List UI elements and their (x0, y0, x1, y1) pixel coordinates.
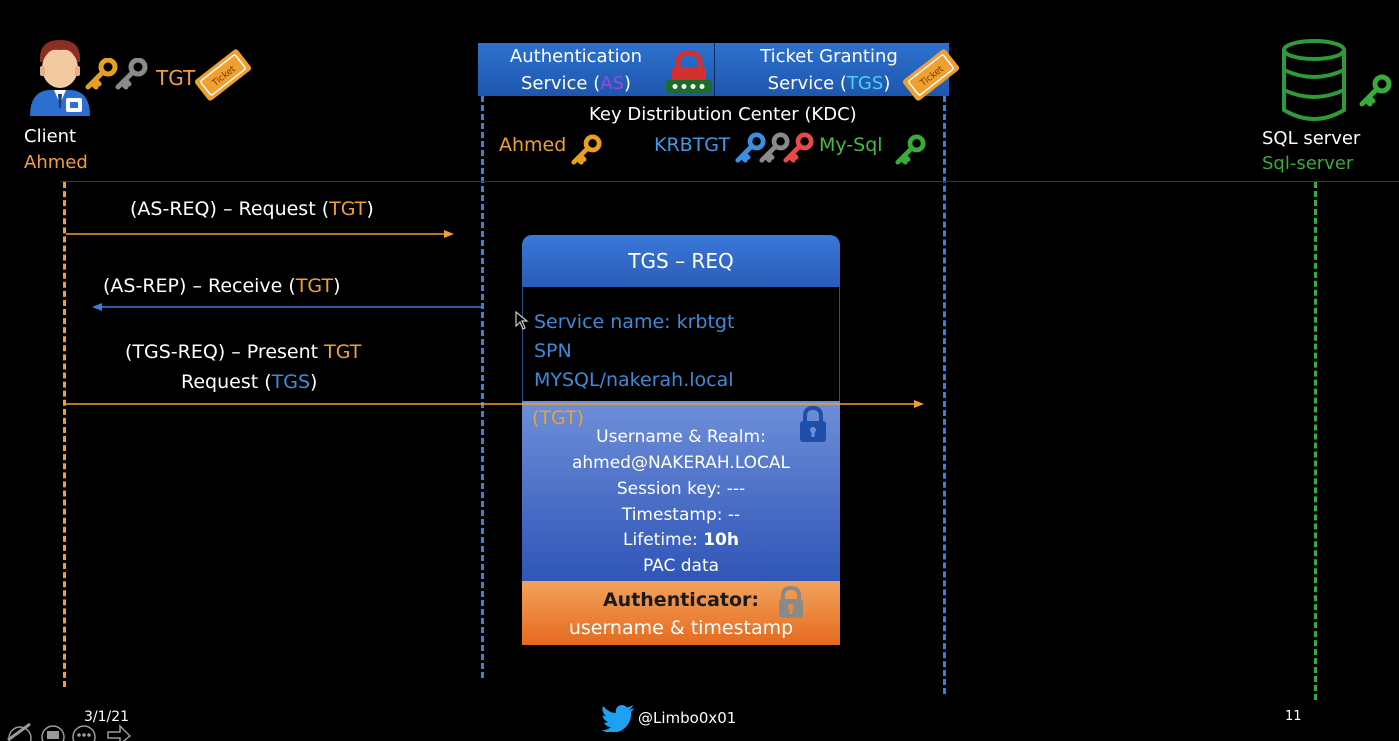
tgs-abbr: TGS (846, 72, 884, 94)
tgt-lock-icon (800, 406, 826, 442)
as-req-arrow (66, 230, 454, 238)
card-service-section: Service name: krbtgt SPN MYSQL/nakerah.l… (522, 287, 840, 402)
card-tgt-section: (TGT) Username & Realm: ahmed@NAKERAH.LO… (522, 401, 840, 581)
next-slide-icon[interactable] (102, 722, 132, 741)
server-lifeline (1314, 182, 1317, 700)
tgs-req-card: TGS – REQ Service name: krbtgt SPN MYSQL… (522, 235, 840, 645)
footer-date: 3/1/21 (84, 709, 130, 725)
authenticator-lock-icon (779, 586, 803, 618)
krbtgt-gray-key-icon (759, 132, 790, 163)
as-req-message: (AS-REQ) – Request (TGT) (130, 198, 374, 220)
card-timestamp: Timestamp: -- (621, 505, 741, 525)
tgs-line1: Ticket Granting (760, 45, 898, 67)
tgs-line2: Service (TGS) (767, 72, 891, 94)
footer-twitter-handle: @Limbo0x01 (638, 709, 737, 727)
as-line1: Authentication (509, 45, 643, 67)
server-name: Sql-server (1262, 153, 1354, 174)
more-options-icon[interactable] (70, 722, 98, 741)
tgs-ticket-icon: Ticket (902, 49, 960, 101)
top-separator-line (60, 181, 1399, 182)
card-auth-value: username & timestamp (568, 617, 794, 639)
tgs-req-arrow (66, 400, 924, 408)
card-tgt-label: (TGT) (532, 407, 585, 429)
lock-password-icon (666, 50, 712, 93)
card-pac: PAC data (642, 556, 720, 576)
server-label: SQL server (1262, 128, 1361, 149)
mysql-green-key-icon (895, 134, 926, 165)
slideshow-controls[interactable] (0, 722, 140, 741)
as-rep-message: (AS-REP) – Receive (TGT) (103, 275, 341, 297)
kdc-title: Key Distribution Center (KDC) (589, 104, 857, 125)
client-lifeline (63, 182, 66, 687)
tgs-req-message-line1: (TGS-REQ) – Present TGT (125, 341, 362, 363)
card-lifetime: Lifetime: 10h (623, 530, 739, 550)
as-abbr: AS (600, 72, 624, 94)
krbtgt-red-key-icon (783, 132, 814, 163)
mouse-cursor-icon (515, 311, 529, 330)
slides-view-icon[interactable] (40, 722, 66, 741)
client-name: Ahmed (24, 152, 88, 173)
kdc-key-mysql-label: My-Sql (819, 134, 883, 156)
kdc-key-ahmed-label: Ahmed (499, 134, 567, 156)
card-username-realm-label: Username & Realm: (596, 427, 766, 447)
card-title: TGS – REQ (522, 235, 840, 287)
client-tgt-label: TGT (156, 66, 196, 90)
card-spn-value: MYSQL/nakerah.local (534, 369, 734, 391)
as-line2: Service (AS) (520, 72, 632, 94)
as-rep-arrow (92, 303, 482, 311)
card-authenticator-section: Authenticator: username & timestamp (522, 581, 840, 645)
tgs-req-message-line2: Request (TGS) (181, 371, 318, 393)
client-label: Client (24, 126, 77, 147)
twitter-bird-icon (601, 705, 634, 732)
card-spn-label: SPN (534, 340, 572, 362)
card-service-name: Service name: krbtgt (534, 311, 735, 333)
card-auth-label: Authenticator: (602, 589, 760, 611)
gold-key-icon (85, 58, 118, 90)
kdc-tgs-lifeline (943, 96, 946, 694)
card-session-key: Session key: --- (616, 479, 746, 499)
database-icon (1282, 39, 1346, 121)
kdc-key-krbtgt-label: KRBTGT (654, 134, 730, 156)
footer-page-number: 11 (1285, 709, 1302, 724)
krbtgt-blue-key-icon (735, 132, 766, 163)
ahmed-key-icon (571, 134, 602, 165)
kdc-as-lifeline (481, 96, 484, 678)
pen-tool-icon[interactable] (4, 722, 36, 741)
server-green-key-icon (1359, 74, 1392, 107)
ticket-icon: Ticket (194, 49, 252, 101)
card-username-realm-value: ahmed@NAKERAH.LOCAL (571, 453, 791, 473)
gray-key-icon (115, 58, 148, 90)
user-avatar-icon (30, 40, 90, 116)
